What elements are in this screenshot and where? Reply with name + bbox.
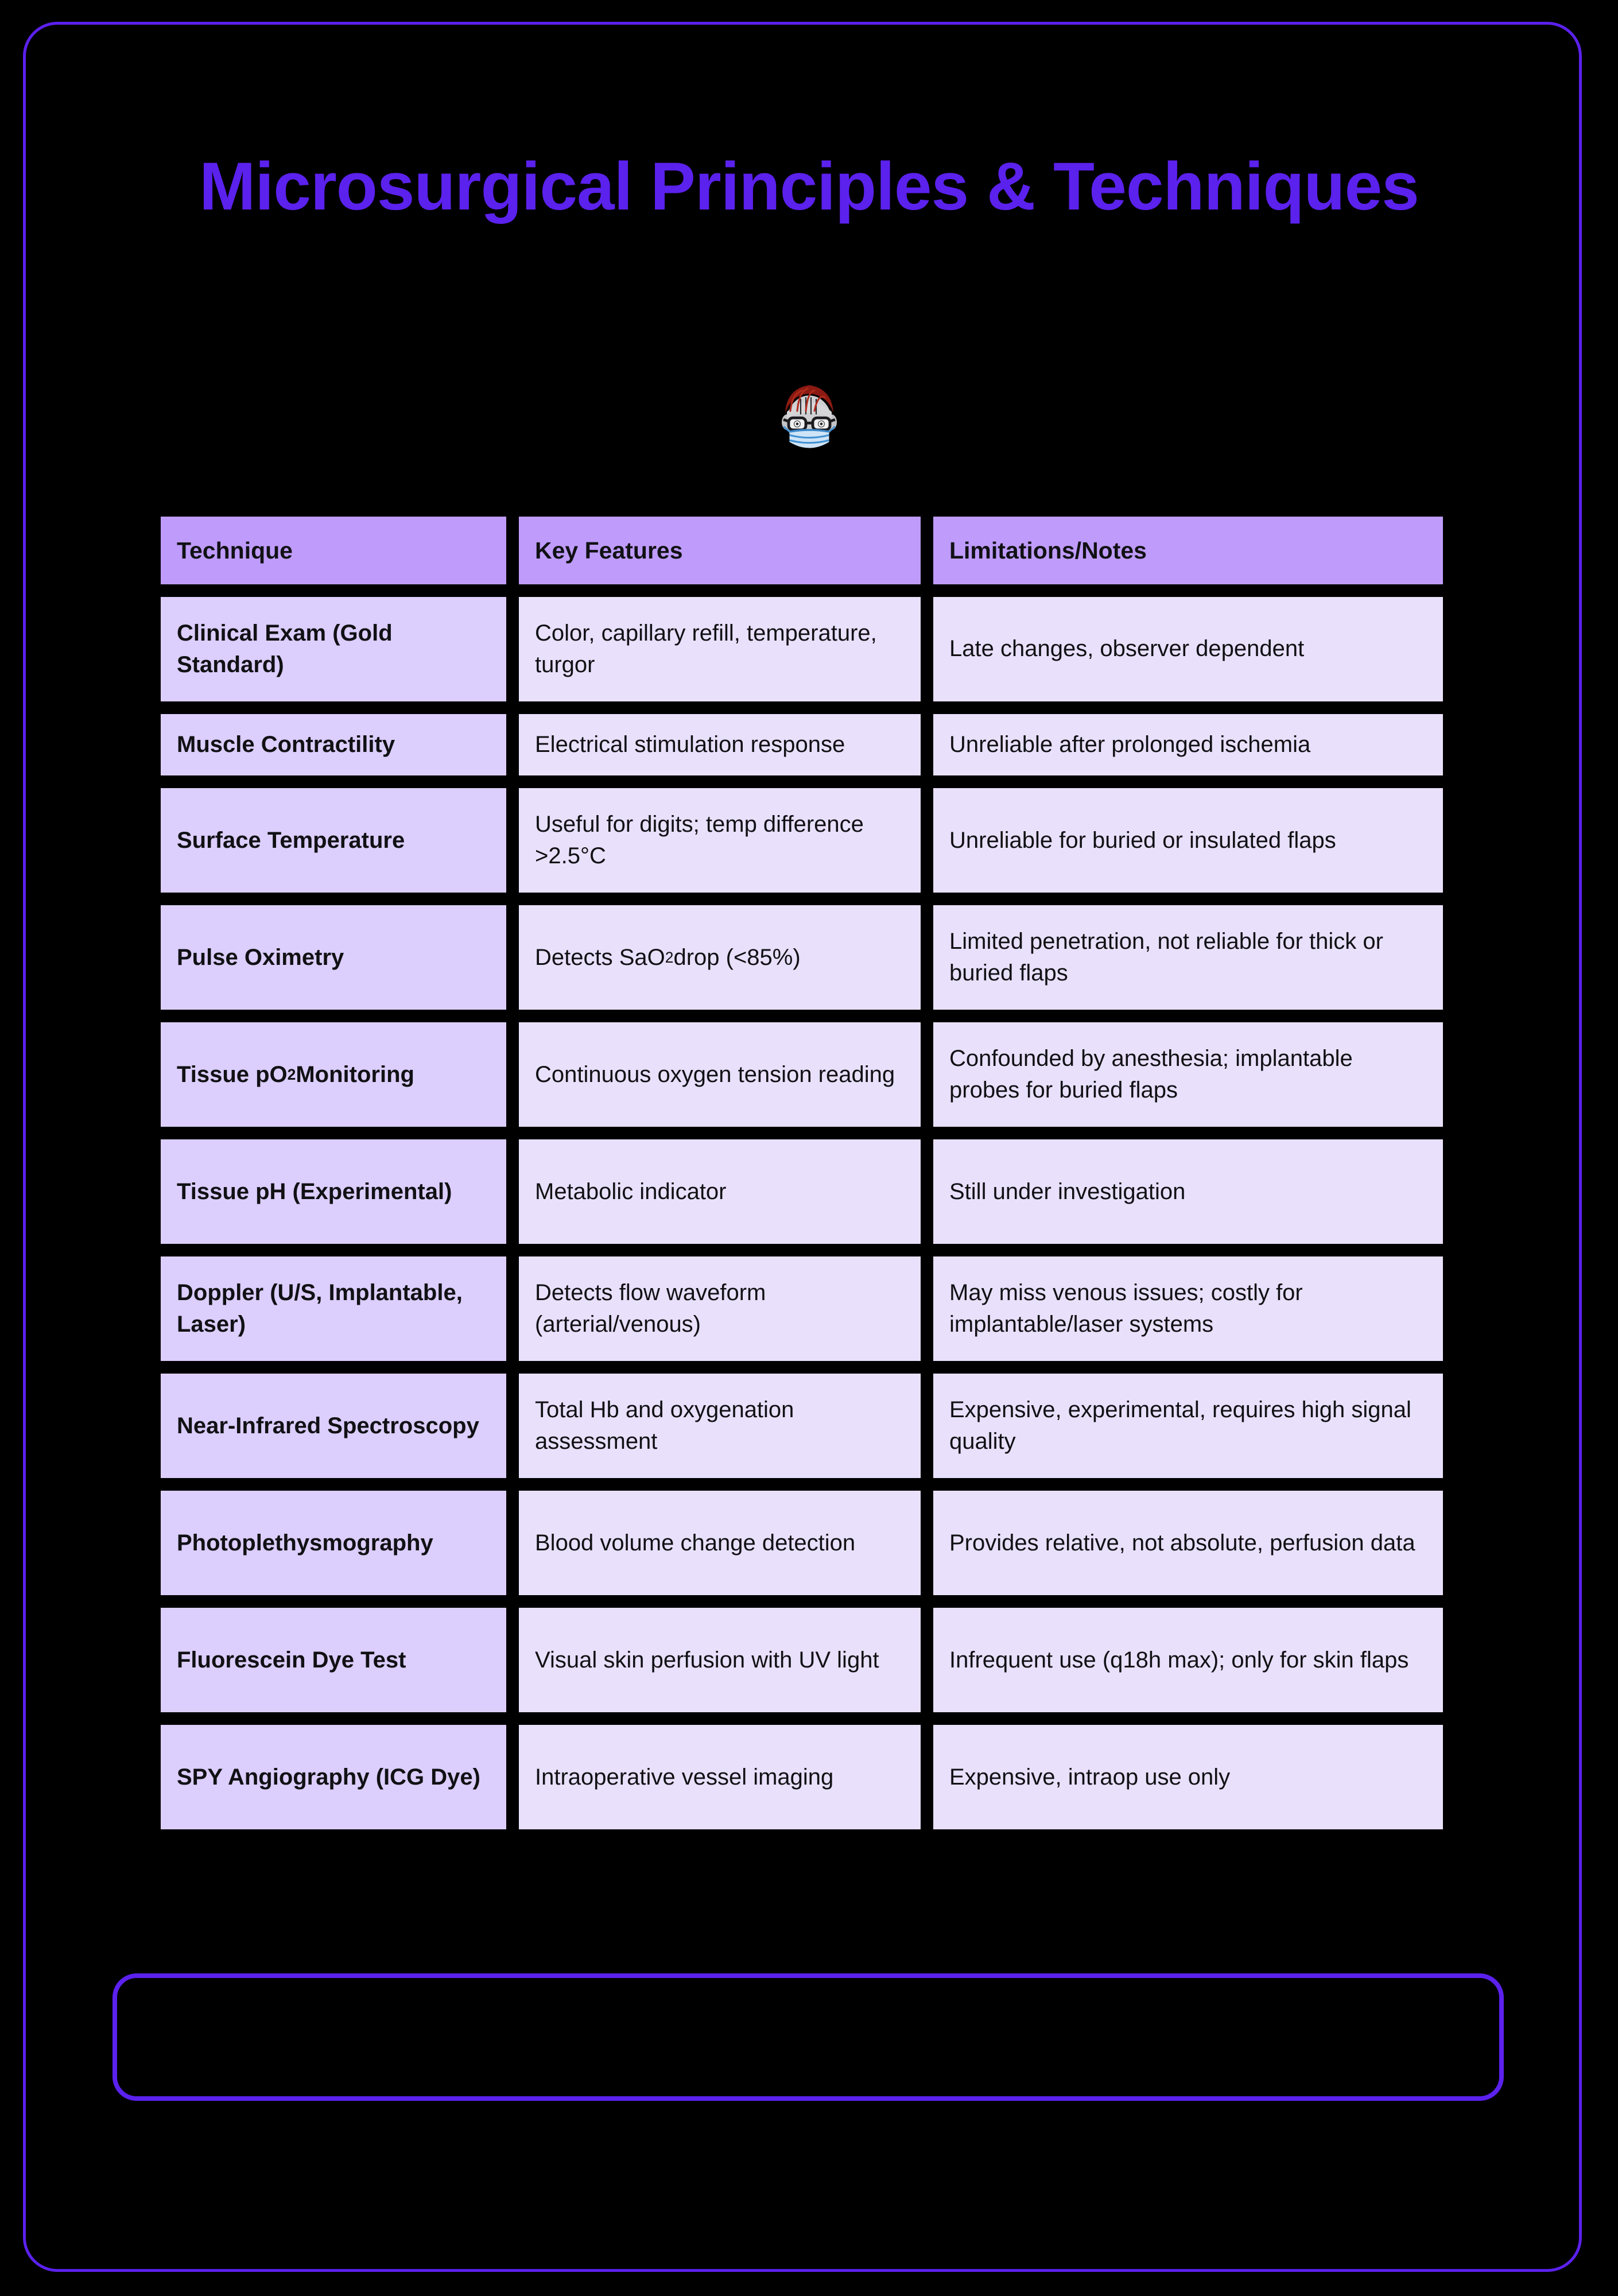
footer-callout-box xyxy=(112,1973,1504,2101)
cell-limitations: Unreliable after prolonged ischemia xyxy=(933,714,1443,776)
cell-technique: Pulse Oximetry xyxy=(161,905,506,1010)
cell-key-features: Visual skin perfusion with UV light xyxy=(519,1608,921,1713)
cell-limitations: Provides relative, not absolute, perfusi… xyxy=(933,1491,1443,1596)
cell-technique: Tissue pH (Experimental) xyxy=(161,1139,506,1244)
cell-limitations: May miss venous issues; costly for impla… xyxy=(933,1256,1443,1362)
cell-key-features: Blood volume change detection xyxy=(519,1491,921,1596)
cell-key-features: Color, capillary refill, temperature, tu… xyxy=(519,597,921,701)
cell-technique: Muscle Contractility xyxy=(161,714,506,776)
cell-limitations: Expensive, experimental, requires high s… xyxy=(933,1374,1443,1479)
cell-limitations: Late changes, observer dependent xyxy=(933,597,1443,701)
table-row: SPY Angiography (ICG Dye)Intraoperative … xyxy=(161,1725,1456,1830)
cell-key-features: Metabolic indicator xyxy=(519,1139,921,1244)
table-row: Doppler (U/S, Implantable, Laser)Detects… xyxy=(161,1256,1456,1362)
table-header-row: Technique Key Features Limitations/Notes xyxy=(161,517,1456,584)
cell-limitations: Unreliable for buried or insulated flaps xyxy=(933,788,1443,893)
cell-technique: Surface Temperature xyxy=(161,788,506,893)
cell-technique: SPY Angiography (ICG Dye) xyxy=(161,1725,506,1830)
column-header-key-features: Key Features xyxy=(519,517,921,584)
cell-key-features: Electrical stimulation response xyxy=(519,714,921,776)
page-title: Microsurgical Principles & Techniques xyxy=(199,149,1419,224)
table-body: Clinical Exam (Gold Standard)Color, capi… xyxy=(161,597,1456,1830)
table-row: Tissue pH (Experimental)Metabolic indica… xyxy=(161,1139,1456,1244)
cell-technique: Photoplethysmography xyxy=(161,1491,506,1596)
monitoring-techniques-table: Technique Key Features Limitations/Notes… xyxy=(161,517,1456,1842)
cell-technique: Clinical Exam (Gold Standard) xyxy=(161,597,506,701)
cell-key-features: Useful for digits; temp difference >2.5°… xyxy=(519,788,921,893)
cell-key-features: Total Hb and oxygenation assessment xyxy=(519,1374,921,1479)
cell-limitations: Expensive, intraop use only xyxy=(933,1725,1443,1830)
cell-key-features: Detects flow waveform (arterial/venous) xyxy=(519,1256,921,1362)
column-header-limitations-notes: Limitations/Notes xyxy=(933,517,1443,584)
cell-limitations: Confounded by anesthesia; implantable pr… xyxy=(933,1022,1443,1127)
cell-limitations: Limited penetration, not reliable for th… xyxy=(933,905,1443,1010)
cell-key-features: Intraoperative vessel imaging xyxy=(519,1725,921,1830)
cell-technique: Doppler (U/S, Implantable, Laser) xyxy=(161,1256,506,1362)
surgeon-with-mask-emoji xyxy=(766,373,852,459)
cell-technique: Near-Infrared Spectroscopy xyxy=(161,1374,506,1479)
header-emoji-container xyxy=(0,373,1618,462)
cell-limitations: Infrequent use (q18h max); only for skin… xyxy=(933,1608,1443,1713)
column-header-technique: Technique xyxy=(161,517,506,584)
cell-technique: Fluorescein Dye Test xyxy=(161,1608,506,1713)
cell-key-features: Continuous oxygen tension reading xyxy=(519,1022,921,1127)
cell-limitations: Still under investigation xyxy=(933,1139,1443,1244)
table-row: Clinical Exam (Gold Standard)Color, capi… xyxy=(161,597,1456,701)
